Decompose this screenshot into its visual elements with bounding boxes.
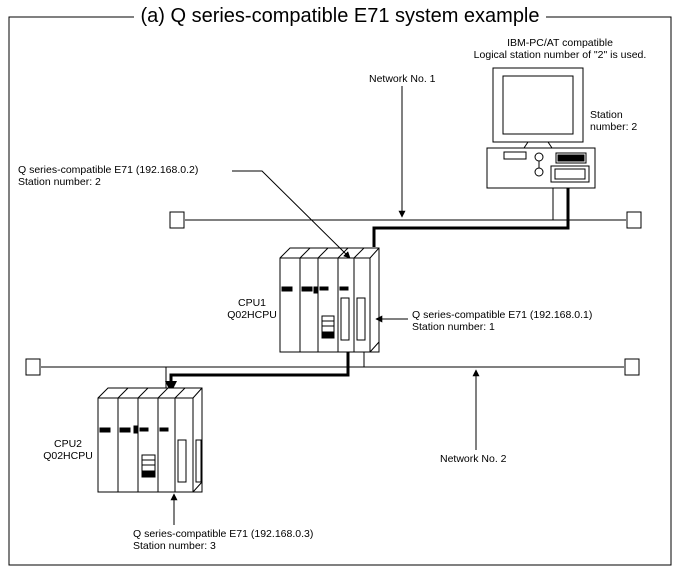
pc-station-line1: Station (590, 109, 623, 121)
pc-station-line2: number: 2 (590, 121, 638, 133)
pc-label-line1: IBM-PC/AT compatible (507, 37, 613, 49)
e71-c-line1: Q series-compatible E71 (192.168.0.3) (133, 528, 314, 540)
cpu1-rack (279, 247, 380, 367)
pc-label: IBM-PC/AT compatible Logical station num… (450, 37, 670, 61)
e71-b-label: Q series-compatible E71 (192.168.0.1) St… (412, 309, 592, 333)
network-2-label: Network No. 2 (440, 453, 507, 465)
cpu1-label-line1: CPU1 (237, 297, 266, 309)
cpu1-label: CPU1 Q02HCPU (222, 297, 282, 321)
network-1-bus (169, 211, 642, 229)
e71-c-line2: Station number: 3 (133, 540, 216, 552)
diagram-title-text: (a) Q series-compatible E71 system examp… (134, 5, 546, 27)
e71-a-label: Q series-compatible E71 (192.168.0.2) St… (18, 164, 198, 188)
pc-station-label: Station number: 2 (590, 109, 637, 133)
cpu1-label-line2: Q02HCPU (227, 309, 277, 321)
e71-a-leader (232, 170, 351, 259)
cpu2-label: CPU2 Q02HCPU (38, 438, 98, 462)
network-2-bus (25, 358, 640, 376)
cpu2-label-line1: CPU2 (53, 438, 82, 450)
e71-c-label: Q series-compatible E71 (192.168.0.3) St… (133, 528, 313, 552)
diagram-title: (a) Q series-compatible E71 system examp… (0, 4, 680, 28)
cpu1-cpu2-cable (165, 352, 350, 393)
pc-label-line2: Logical station number of "2" is used. (473, 49, 647, 61)
e71-b-line1: Q series-compatible E71 (192.168.0.1) (412, 309, 593, 321)
cpu2-rack (97, 387, 203, 493)
e71-a-line1: Q series-compatible E71 (192.168.0.2) (18, 164, 199, 176)
network-1-label: Network No. 1 (369, 73, 436, 85)
e71-b-line2: Station number: 1 (412, 321, 495, 333)
pc-computer (486, 67, 596, 220)
e71-a-line2: Station number: 2 (18, 176, 101, 188)
cpu2-label-line2: Q02HCPU (43, 450, 93, 462)
pc-ethernet-cable (372, 188, 570, 247)
